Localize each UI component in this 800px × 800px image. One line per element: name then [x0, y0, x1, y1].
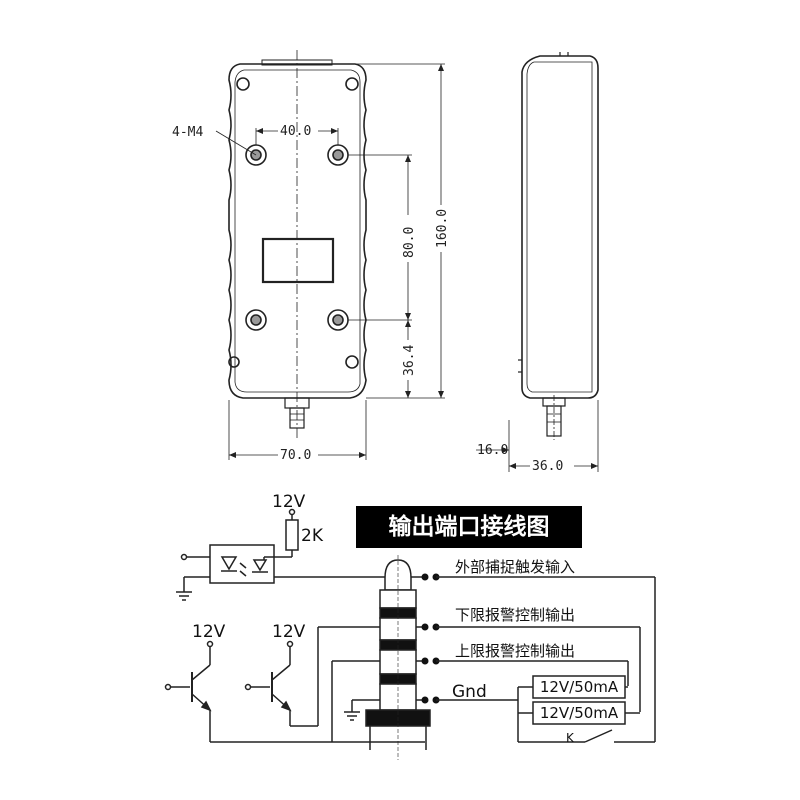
front-connector-pin [289, 407, 305, 429]
pin3-label: 上限报警控制输出 [455, 642, 575, 660]
supply-top-label: 12V [272, 492, 306, 512]
pin-dots [421, 573, 440, 704]
wiring-title-banner [356, 506, 582, 548]
side-dim-arrows [502, 447, 598, 469]
dim-bottom-offset: 36.4 [402, 345, 417, 376]
dim-hole-pitch: 80.0 [402, 227, 417, 258]
m4-hole-br [327, 309, 349, 331]
resistor-label: 2K [301, 526, 324, 546]
pin1-label: 外部捕捉触发输入 [455, 558, 575, 576]
dim-side-pin: 16.0 [477, 443, 508, 458]
load-2-label: 12V/50mA [540, 704, 619, 722]
wiring-title: 输出端口接线图 [389, 513, 550, 540]
dim-hole-spacing: 40.0 [280, 124, 311, 139]
corner-hole-bl [228, 356, 240, 368]
corner-hole-tr [345, 77, 359, 91]
optocoupler-box [209, 544, 275, 584]
side-body-outline [521, 55, 599, 399]
side-inner-line [526, 61, 593, 393]
front-dim-arrows [229, 64, 444, 458]
side-view [518, 52, 599, 440]
front-dim-lines [228, 63, 445, 460]
front-body-outline [228, 63, 367, 399]
pin2-label: 下限报警控制输出 [455, 606, 575, 624]
output-lines [436, 576, 656, 743]
m4-leader [215, 130, 257, 156]
front-view [215, 50, 367, 440]
m4-hole-tr [327, 144, 349, 166]
transistor-circuits: 12V 12V [164, 622, 425, 743]
m4-hole-bl [245, 309, 267, 331]
gnd-label: Gnd [452, 682, 487, 702]
switch-label: K [566, 731, 575, 745]
dim-width: 70.0 [280, 448, 311, 463]
supply-left-label: 12V [192, 622, 226, 642]
dim-overall-length: 160.0 [435, 209, 450, 248]
side-dim-lines [476, 400, 599, 472]
corner-hole-tl [236, 77, 250, 91]
trrs-plug [365, 555, 431, 760]
corner-hole-br [345, 355, 359, 369]
supply-right-label: 12V [272, 622, 306, 642]
dim-hole-spec: 4-M4 [172, 125, 203, 140]
load-1-label: 12V/50mA [540, 678, 619, 696]
dim-side-depth: 36.0 [532, 459, 563, 474]
optocoupler-circuit: 12V 2K [176, 492, 425, 601]
front-inner-outline [234, 69, 361, 393]
display-window [261, 237, 335, 284]
resistor-2k [285, 519, 299, 551]
